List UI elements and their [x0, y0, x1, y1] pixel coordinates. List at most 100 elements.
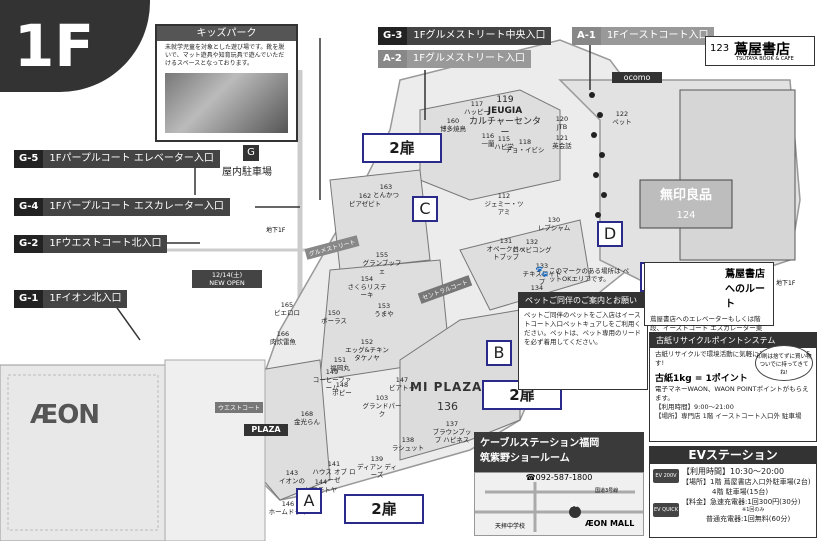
- store-name: 英会話: [552, 142, 572, 150]
- store-number: 112: [497, 192, 511, 200]
- showroom-roads: [475, 482, 643, 532]
- store-number: 116: [481, 132, 495, 140]
- door-callout-a: 2扉: [344, 494, 424, 524]
- pet-area-note: 🐾 このマークのある場所は ペットOKエリアです。: [535, 265, 630, 283]
- recycle-bubble: 印刷は捨てずに買い物ついでに持ってきてね!: [755, 345, 813, 381]
- store-name: ブラウンブップ ハピネス: [432, 428, 472, 444]
- store-name: ボーラス: [321, 317, 347, 325]
- store-name: グランブッフェ: [362, 259, 402, 275]
- store-name: ピアゼピト: [348, 200, 382, 208]
- floor-badge: 1F: [0, 0, 150, 92]
- store-number: 152: [360, 338, 374, 346]
- store-number: 146: [281, 500, 295, 508]
- store-number: 141: [327, 460, 341, 468]
- store-name: ピエロロ: [274, 309, 300, 317]
- store-number: 149: [325, 368, 339, 376]
- store-number: 120: [555, 115, 569, 123]
- store-number: 138: [401, 436, 415, 444]
- ev-200v-badge: EV 200V: [653, 469, 679, 483]
- muji-name: 無印良品: [659, 188, 712, 203]
- marker-c: C: [412, 196, 438, 222]
- store-name: コーヒーファーム: [312, 376, 352, 392]
- parking-letter: G: [243, 145, 259, 161]
- store-name: エッグ&チキン タケノヤ: [345, 346, 389, 362]
- store-name: さくらリステーキ: [347, 283, 387, 299]
- store-name: 一蘭: [481, 140, 495, 148]
- store-name: とんかつ: [373, 191, 399, 199]
- store-name: JTB: [556, 123, 568, 131]
- store-name: オペークドットブップ: [486, 245, 526, 261]
- store-number: 131: [499, 237, 513, 245]
- store-number: 133: [535, 262, 549, 270]
- store-name: ホームドライ: [268, 508, 308, 516]
- store-block: [459, 219, 591, 311]
- store-name: ハピ学: [494, 143, 514, 151]
- store-number: 132: [525, 238, 539, 246]
- store-name: 肉炊雷魚: [270, 338, 296, 346]
- store-name: ハッピー: [464, 108, 490, 116]
- store-number: 163: [379, 183, 393, 191]
- store-number: 168: [300, 410, 314, 418]
- store-name: レブシャム: [537, 224, 571, 232]
- tsutaya-logo: 123 蔦屋書店 TSUTAYA BOOK & CAFE: [705, 36, 815, 66]
- store-number: 139: [370, 455, 384, 463]
- new-open-tag: 12/14(土)NEW OPEN: [192, 270, 262, 288]
- store-number: 118: [518, 138, 532, 146]
- store-number: 153: [377, 302, 391, 310]
- aeon-block: [0, 364, 166, 541]
- kids-park-title: キッズパーク: [157, 26, 296, 41]
- store-name: チキスロイトプ: [522, 270, 562, 286]
- store-number: 147: [395, 376, 409, 384]
- showroom-panel: ケーブルステーション福岡 筑紫野ショールーム: [474, 432, 644, 472]
- mi-plaza-num: 136: [437, 400, 458, 413]
- store-number: 148: [335, 381, 349, 389]
- muji-num: 124: [676, 210, 696, 221]
- floor-label: 1F: [14, 12, 94, 80]
- store-name: ビアトゥ: [389, 384, 415, 392]
- marker-a: A: [296, 488, 322, 514]
- store-name: 福岡丸: [330, 364, 350, 372]
- store-name: うまや: [374, 310, 394, 318]
- tsutaya-block: [679, 89, 796, 261]
- store-name: イオンの: [279, 477, 305, 485]
- store-number: 165: [280, 301, 294, 309]
- ev-panel: EVステーション EV 200V EV QUICK 【利用時間】10:30〜20…: [649, 446, 817, 538]
- store-name: 金光らん: [294, 418, 320, 426]
- store-name: グランドパーク: [362, 402, 402, 418]
- b1-label: 地下1F: [266, 227, 286, 234]
- store-name: ペット: [612, 118, 632, 126]
- store-name: ジェミー・ツアミ: [484, 200, 524, 216]
- store-name: 博多焼鳥: [440, 125, 466, 133]
- store-number: 115: [497, 135, 511, 143]
- store-number: 117: [470, 100, 484, 108]
- kids-park-panel: キッズパーク 未就学児童を対象とした遊び場です。靴を脱いで、マット遊具や知育玩具…: [155, 24, 298, 142]
- aeon-side: [164, 359, 266, 541]
- muji-block: [639, 179, 733, 229]
- store-number: 166: [276, 330, 290, 338]
- store-name: ラシュット: [391, 444, 425, 452]
